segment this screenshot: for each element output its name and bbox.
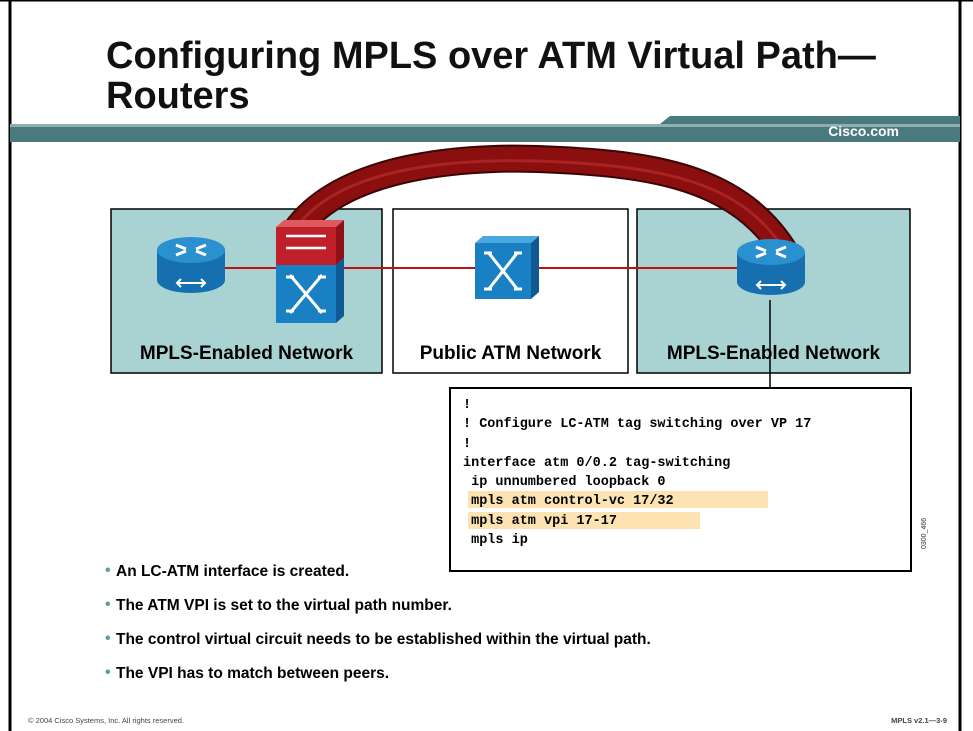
bullet-dot-icon: • — [105, 562, 111, 579]
bullet-text: The control virtual circuit needs to be … — [116, 631, 651, 648]
slide-title: Configuring MPLS over ATM Virtual Path—R… — [106, 35, 876, 117]
router-left-icon — [157, 237, 225, 293]
network-label-center: Public ATM Network — [419, 343, 602, 364]
bullet-item: • An LC-ATM interface is created. — [105, 562, 350, 581]
code-line: mpls atm control-vc 17/32 — [463, 494, 674, 509]
bullet-dot-icon: • — [105, 664, 111, 681]
network-label-right: MPLS-Enabled Network — [666, 343, 881, 364]
bullet-item: • The VPI has to match between peers. — [105, 664, 390, 683]
header-bar — [10, 124, 960, 142]
config-box — [449, 387, 912, 572]
code-line: ! — [463, 437, 472, 452]
code-line: ! — [463, 398, 472, 413]
highlight-vpi — [468, 512, 700, 529]
bullet-text: The VPI has to match between peers. — [116, 665, 390, 682]
bullet-dot-icon: • — [105, 630, 111, 647]
bullet-dot-icon: • — [105, 596, 111, 613]
bullet-text: An LC-ATM interface is created. — [116, 563, 350, 580]
network-label-left: MPLS-Enabled Network — [139, 343, 354, 364]
highlight-control-vc — [468, 491, 768, 508]
footer-course: MPLS v2.1—3-9 — [891, 716, 947, 725]
code-line: mpls atm vpi 17-17 — [463, 514, 617, 529]
brand-label: Cisco.com — [828, 123, 899, 139]
bullet-item: • The control virtual circuit needs to be… — [105, 630, 651, 649]
code-line: mpls ip — [463, 533, 528, 548]
bullet-text: The ATM VPI is set to the virtual path n… — [116, 597, 452, 614]
bullet-item: • The ATM VPI is set to the virtual path … — [105, 596, 452, 615]
router-right-icon — [737, 239, 805, 295]
code-line: ip unnumbered loopback 0 — [463, 475, 666, 490]
figure-id: 0300_466 — [921, 517, 928, 549]
code-line: interface atm 0/0.2 tag-switching — [463, 456, 731, 471]
atm-lsr-switch-icon — [276, 220, 344, 323]
atm-switch-icon — [475, 236, 539, 299]
code-line: ! Configure LC-ATM tag switching over VP… — [463, 417, 812, 432]
footer-copyright: © 2004 Cisco Systems, Inc. All rights re… — [28, 716, 185, 725]
